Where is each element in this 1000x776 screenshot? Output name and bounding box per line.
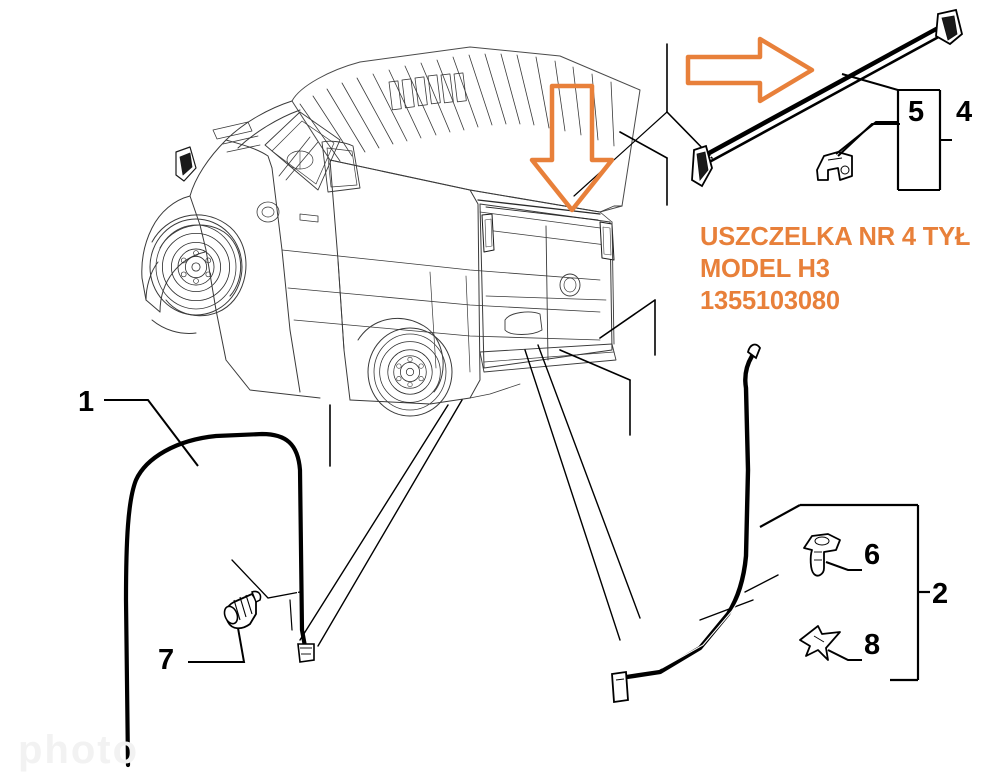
part-2-rear-seal bbox=[611, 343, 762, 704]
part-8-clip bbox=[799, 625, 841, 661]
part-7-grommet bbox=[223, 590, 262, 630]
callout-7-leader bbox=[188, 627, 246, 663]
callout-number-7: 7 bbox=[158, 644, 175, 676]
callout-number-6: 6 bbox=[864, 539, 881, 571]
annotation-note-line-3: 1355103080 bbox=[700, 287, 840, 316]
part-5-retaining-clip bbox=[816, 151, 853, 181]
annotation-note-line-1: USZCZELKA NR 4 TYŁ bbox=[700, 223, 971, 251]
callout-2-bracket bbox=[759, 503, 930, 682]
callout-4-5-leaders bbox=[835, 73, 952, 191]
part-6-clip bbox=[803, 533, 841, 577]
annotation-note-line-2: MODEL H3 bbox=[700, 255, 830, 284]
arrow-down-roof-icon bbox=[529, 83, 615, 213]
callout-number-4: 4 bbox=[956, 96, 973, 128]
callout-5-leader bbox=[837, 123, 900, 157]
annotation-note: USZCZELKA NR 4 TYŁ MODEL H3 1355103080 bbox=[700, 221, 970, 317]
van-illustration bbox=[141, 46, 641, 417]
arrow-right-seal-icon bbox=[685, 36, 815, 104]
callout-1-leader bbox=[104, 399, 199, 467]
callout-8-leader bbox=[827, 649, 862, 661]
part-4-upper-seal-strip bbox=[691, 8, 964, 188]
part-1-door-seal bbox=[123, 431, 315, 768]
callout-number-1: 1 bbox=[78, 386, 95, 418]
callout-number-2: 2 bbox=[932, 578, 949, 610]
callout-number-5: 5 bbox=[908, 96, 925, 128]
callout-6-leader bbox=[825, 561, 862, 571]
callout-number-8: 8 bbox=[864, 629, 881, 661]
watermark: photo bbox=[18, 728, 140, 772]
